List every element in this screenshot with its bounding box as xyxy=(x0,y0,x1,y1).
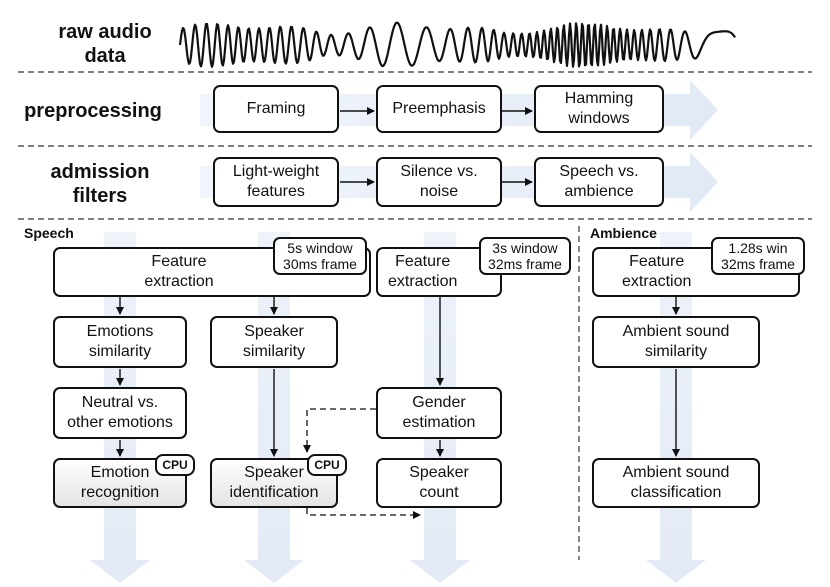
speech-vs-ambience-box: Speech vs. ambience xyxy=(534,157,664,207)
window-tag-3s: 3s window 32ms frame xyxy=(479,237,571,275)
silence-vs-noise-box: Silence vs. noise xyxy=(376,157,502,207)
ambient-sound-similarity-box: Ambient sound similarity xyxy=(592,316,760,368)
flow-arrows xyxy=(116,107,680,457)
preemphasis-box: Preemphasis xyxy=(376,85,502,133)
row-label-raw-audio: raw audio data xyxy=(58,21,152,67)
dashed-arrows xyxy=(303,408,421,519)
cpu-badge-speaker: CPU xyxy=(307,454,347,476)
row-label-admission-filters: admission filters xyxy=(50,161,150,207)
speaker-count-box: Speaker count xyxy=(376,458,502,508)
window-tag-1-28s: 1.28s win 32ms frame xyxy=(711,237,805,275)
cpu-badge-emotion: CPU xyxy=(155,454,195,476)
gender-estimation-box: Gender estimation xyxy=(376,387,502,439)
lightweight-features-box: Light-weight features xyxy=(213,157,339,207)
row-label-preprocessing: preprocessing xyxy=(24,100,162,122)
emotions-similarity-box: Emotions similarity xyxy=(53,316,187,368)
raw-audio-waveform xyxy=(178,21,736,68)
row-separators xyxy=(18,71,812,560)
framing-box: Framing xyxy=(213,85,339,133)
speaker-similarity-box: Speaker similarity xyxy=(210,316,338,368)
ambient-sound-classification-box: Ambient sound classification xyxy=(592,458,760,508)
window-tag-5s: 5s window 30ms frame xyxy=(273,237,367,275)
hamming-windows-box: Hamming windows xyxy=(534,85,664,133)
speech-section-label: Speech xyxy=(24,225,74,241)
ambience-section-label: Ambience xyxy=(590,225,657,241)
neutral-vs-other-emotions-box: Neutral vs. other emotions xyxy=(53,387,187,439)
